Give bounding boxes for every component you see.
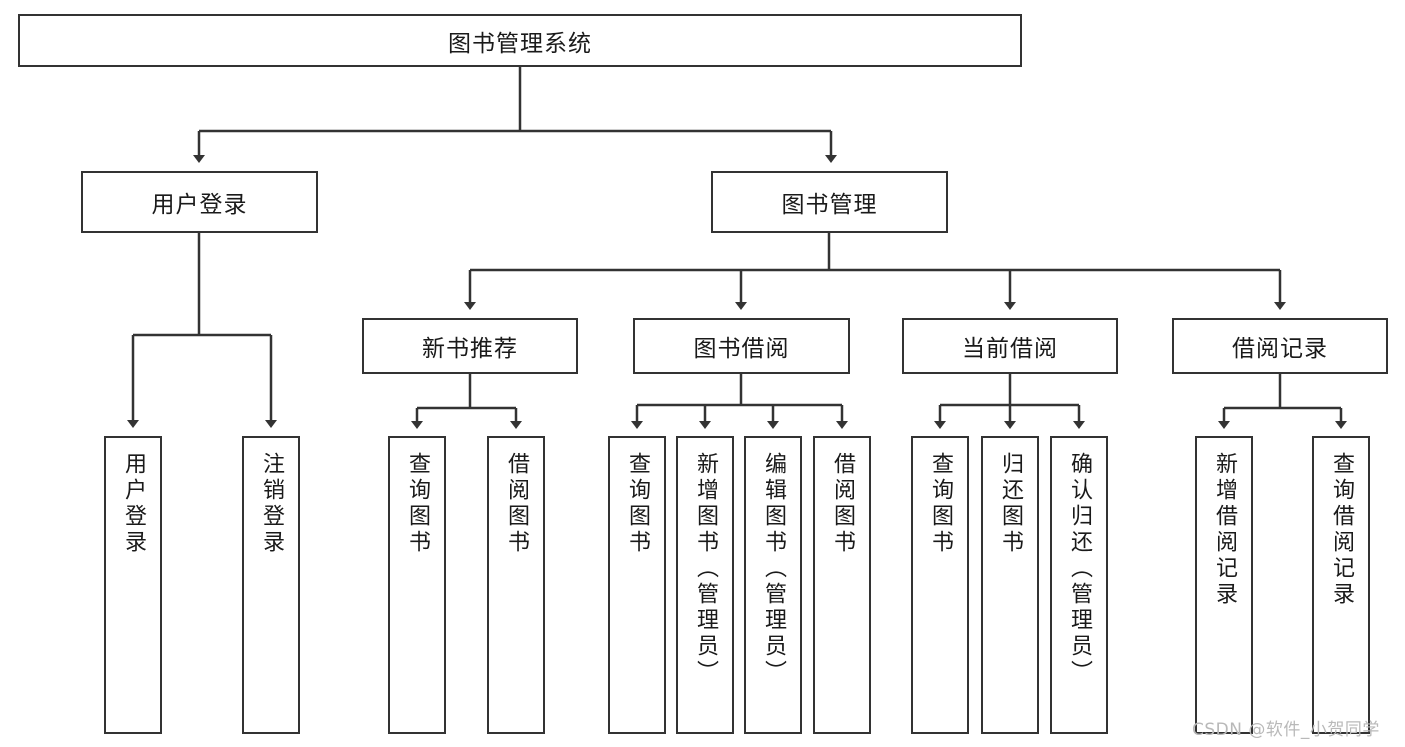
node-leaf-rec-query-record[interactable]: 查询借阅记录 xyxy=(1312,436,1370,734)
node-book-manage-label: 图书管理 xyxy=(781,192,878,218)
node-leaf-rec-add-record[interactable]: 新增借阅记录 xyxy=(1195,436,1253,734)
node-leaf-borrow-add-book[interactable]: 新增图书（管理员） xyxy=(676,436,734,734)
node-borrow-record-label: 借阅记录 xyxy=(1232,336,1328,362)
node-leaf-rec-add-record-label: 新增借阅记录 xyxy=(1212,452,1237,608)
node-leaf-cur-confirm-return-label: 确认归还（管理员） xyxy=(1067,452,1092,686)
node-leaf-rec-query-book-label: 查询图书 xyxy=(405,452,430,556)
node-root-label: 图书管理系统 xyxy=(448,30,592,57)
node-leaf-rec-query-record-label: 查询借阅记录 xyxy=(1329,452,1354,608)
node-current-borrow[interactable]: 当前借阅 xyxy=(902,318,1118,374)
node-leaf-borrow-query-book[interactable]: 查询图书 xyxy=(608,436,666,734)
node-leaf-borrow-edit-book[interactable]: 编辑图书（管理员） xyxy=(744,436,802,734)
node-new-book-recommend[interactable]: 新书推荐 xyxy=(362,318,578,374)
node-leaf-borrow-query-book-label: 查询图书 xyxy=(625,452,650,556)
node-leaf-borrow-borrow-book-label: 借阅图书 xyxy=(830,452,855,556)
node-book-manage[interactable]: 图书管理 xyxy=(711,171,948,233)
node-borrow-record[interactable]: 借阅记录 xyxy=(1172,318,1388,374)
node-book-borrow-label: 图书借阅 xyxy=(693,336,790,362)
node-leaf-borrow-add-book-label: 新增图书（管理员） xyxy=(693,452,718,686)
node-leaf-cur-query-book[interactable]: 查询图书 xyxy=(911,436,969,734)
node-user-login[interactable]: 用户登录 xyxy=(81,171,318,233)
node-leaf-rec-query-book[interactable]: 查询图书 xyxy=(388,436,446,734)
node-leaf-rec-borrow-book-label: 借阅图书 xyxy=(504,452,529,556)
node-current-borrow-label: 当前借阅 xyxy=(962,336,1058,362)
node-book-borrow[interactable]: 图书借阅 xyxy=(633,318,850,374)
node-leaf-user-logout[interactable]: 注销登录 xyxy=(242,436,300,734)
node-leaf-user-logout-label: 注销登录 xyxy=(259,452,284,556)
node-leaf-cur-query-book-label: 查询图书 xyxy=(928,452,953,556)
node-leaf-cur-return-book[interactable]: 归还图书 xyxy=(981,436,1039,734)
node-leaf-user-login[interactable]: 用户登录 xyxy=(104,436,162,734)
node-leaf-cur-return-book-label: 归还图书 xyxy=(998,452,1023,556)
csdn-watermark: CSDN @软件_小贺同学 xyxy=(1192,720,1380,740)
node-leaf-cur-confirm-return[interactable]: 确认归还（管理员） xyxy=(1050,436,1108,734)
node-root[interactable]: 图书管理系统 xyxy=(18,14,1022,67)
node-user-login-label: 用户登录 xyxy=(151,192,248,218)
node-leaf-user-login-label: 用户登录 xyxy=(121,452,146,556)
node-new-book-recommend-label: 新书推荐 xyxy=(422,336,518,362)
node-leaf-borrow-edit-book-label: 编辑图书（管理员） xyxy=(761,452,786,686)
node-leaf-rec-borrow-book[interactable]: 借阅图书 xyxy=(487,436,545,734)
node-leaf-borrow-borrow-book[interactable]: 借阅图书 xyxy=(813,436,871,734)
